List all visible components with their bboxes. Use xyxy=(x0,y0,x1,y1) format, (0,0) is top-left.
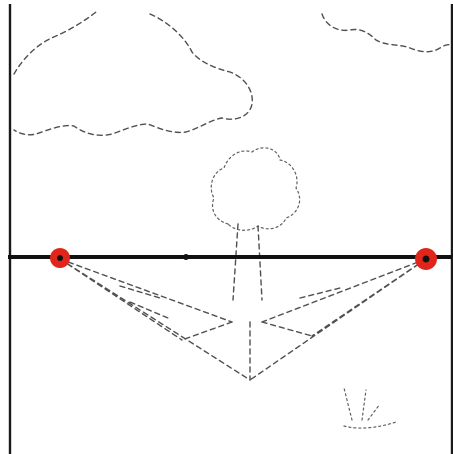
grass-tuft xyxy=(343,387,397,429)
tree-trunk-right xyxy=(257,225,263,301)
box-hatch-1 xyxy=(119,285,161,299)
vanishing-point-left-center xyxy=(57,255,63,261)
box-right-back-edge xyxy=(261,258,427,323)
horizon-midpoint xyxy=(183,254,189,260)
box-left-back-edge xyxy=(59,258,233,323)
box-left-mid-edge xyxy=(59,258,183,341)
perspective-box xyxy=(59,258,427,381)
box-bottom-left-edge xyxy=(59,258,251,381)
box-right-cross xyxy=(261,321,313,337)
grass-blade-3 xyxy=(367,403,381,421)
tree-crown xyxy=(210,147,301,231)
cloud-right xyxy=(321,13,453,53)
grass-blade-2 xyxy=(361,389,367,421)
vanishing-point-right-center xyxy=(422,255,430,263)
frame xyxy=(8,4,453,454)
tree-trunk-left xyxy=(232,223,239,301)
grass-base xyxy=(343,421,397,429)
grass-blade-1 xyxy=(343,387,353,421)
box-hatch-3 xyxy=(299,287,341,299)
tree xyxy=(210,147,301,301)
cloud-large xyxy=(13,11,253,136)
clouds xyxy=(13,11,453,136)
box-hatch-2 xyxy=(129,301,169,319)
box-left-cross xyxy=(181,321,233,341)
box-right-mid-edge xyxy=(311,258,427,337)
